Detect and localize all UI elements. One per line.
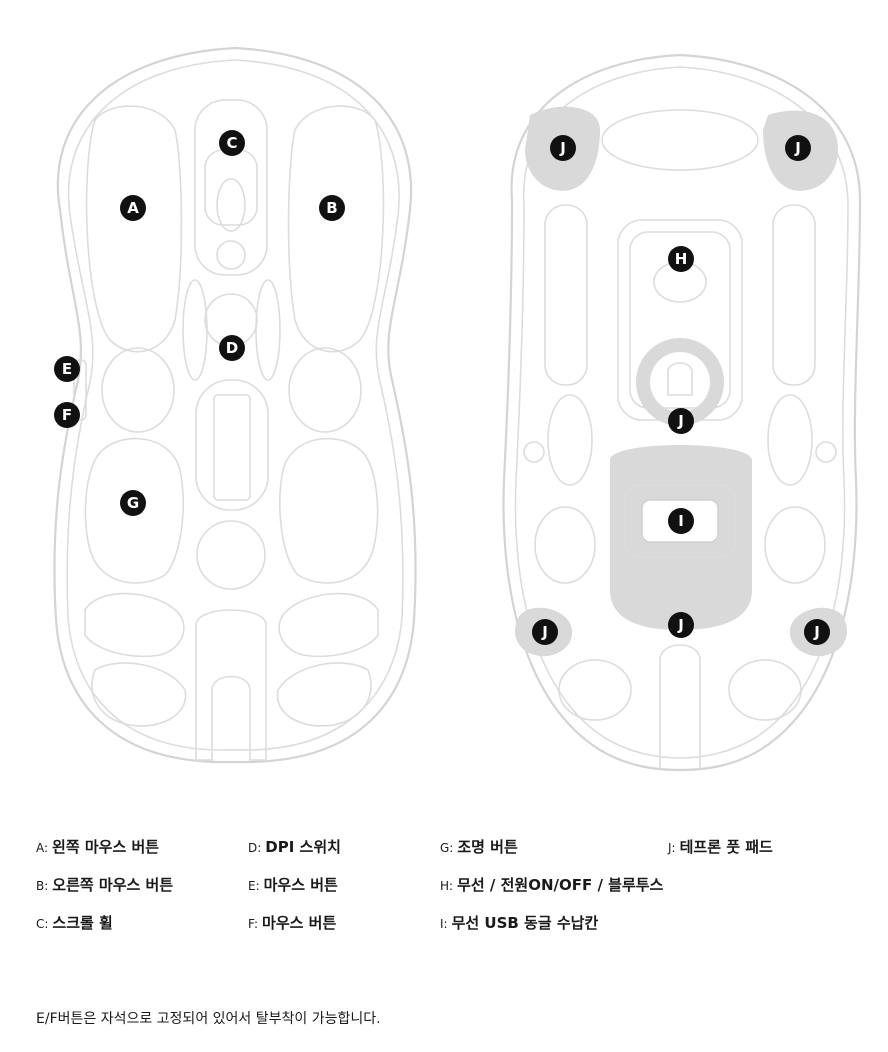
mouse-top-view: [53, 46, 417, 764]
legend-item-h: H:무선 / 전원ON/OFF / 블루투스: [440, 876, 663, 895]
svg-text:J: J: [813, 623, 820, 641]
legend-item-c: C:스크롤 휠: [36, 914, 113, 933]
marker-j-bottom-center: J: [668, 612, 694, 638]
svg-text:D: D: [226, 339, 238, 357]
legend-desc: 왼쪽 마우스 버튼: [52, 838, 160, 856]
marker-f: F: [54, 402, 80, 428]
svg-text:I: I: [678, 512, 684, 530]
legend-desc: 조명 버튼: [457, 838, 518, 856]
marker-d: D: [219, 335, 245, 361]
legend-key: E:: [248, 879, 260, 893]
marker-c: C: [219, 130, 245, 156]
legend-item-e: E:마우스 버튼: [248, 876, 338, 895]
legend-desc: 무선 / 전원ON/OFF / 블루투스: [457, 876, 664, 894]
legend-item-g: G:조명 버튼: [440, 838, 518, 857]
legend-key: J:: [668, 841, 676, 855]
legend-item-d: D:DPI 스위치: [248, 838, 341, 857]
svg-text:J: J: [677, 616, 684, 634]
legend-item-b: B:오른쪽 마우스 버튼: [36, 876, 173, 895]
legend-item-f: F:마우스 버튼: [248, 914, 336, 933]
legend-item-j: J:테프론 풋 패드: [668, 838, 773, 857]
marker-j-top-right: J: [785, 135, 811, 161]
legend-desc: 오른쪽 마우스 버튼: [52, 876, 174, 894]
svg-text:A: A: [127, 199, 139, 217]
marker-j-bottom-right: J: [804, 619, 830, 645]
svg-text:H: H: [675, 250, 688, 268]
legend-key: D:: [248, 841, 262, 855]
legend-key: B:: [36, 879, 49, 893]
marker-j-top-left: J: [550, 135, 576, 161]
legend-desc: 마우스 버튼: [262, 914, 337, 932]
svg-text:J: J: [677, 412, 684, 430]
legend-key: H:: [440, 879, 454, 893]
svg-text:G: G: [127, 494, 139, 512]
marker-i: I: [668, 508, 694, 534]
legend-desc: 테프론 풋 패드: [679, 838, 773, 856]
legend-desc: 스크롤 휠: [52, 914, 113, 932]
legend-key: F:: [248, 917, 259, 931]
legend-desc: 무선 USB 동글 수납칸: [451, 914, 599, 932]
legend-item-a: A:왼쪽 마우스 버튼: [36, 838, 159, 857]
marker-a: A: [120, 195, 146, 221]
footnote: E/F버튼은 자석으로 고정되어 있어서 탈부착이 가능합니다.: [36, 1011, 381, 1027]
marker-e: E: [54, 356, 80, 382]
legend-key: C:: [36, 917, 49, 931]
marker-g: G: [120, 490, 146, 516]
legend-key: G:: [440, 841, 454, 855]
legend-key: I:: [440, 917, 448, 931]
marker-b: B: [319, 195, 345, 221]
svg-text:J: J: [794, 139, 801, 157]
marker-h: H: [668, 246, 694, 272]
mouse-diagram: A B C D E F G J J H J I J J J: [53, 46, 862, 772]
svg-text:F: F: [62, 406, 72, 424]
svg-text:J: J: [559, 139, 566, 157]
marker-j-center: J: [668, 408, 694, 434]
svg-text:C: C: [226, 134, 237, 152]
svg-text:J: J: [541, 623, 548, 641]
legend-item-i: I:무선 USB 동글 수납칸: [440, 914, 598, 933]
legend-desc: 마우스 버튼: [263, 876, 338, 894]
svg-text:B: B: [326, 199, 337, 217]
marker-j-bottom-left: J: [532, 619, 558, 645]
legend-key: A:: [36, 841, 49, 855]
legend-desc: DPI 스위치: [265, 838, 341, 856]
svg-text:E: E: [62, 360, 72, 378]
